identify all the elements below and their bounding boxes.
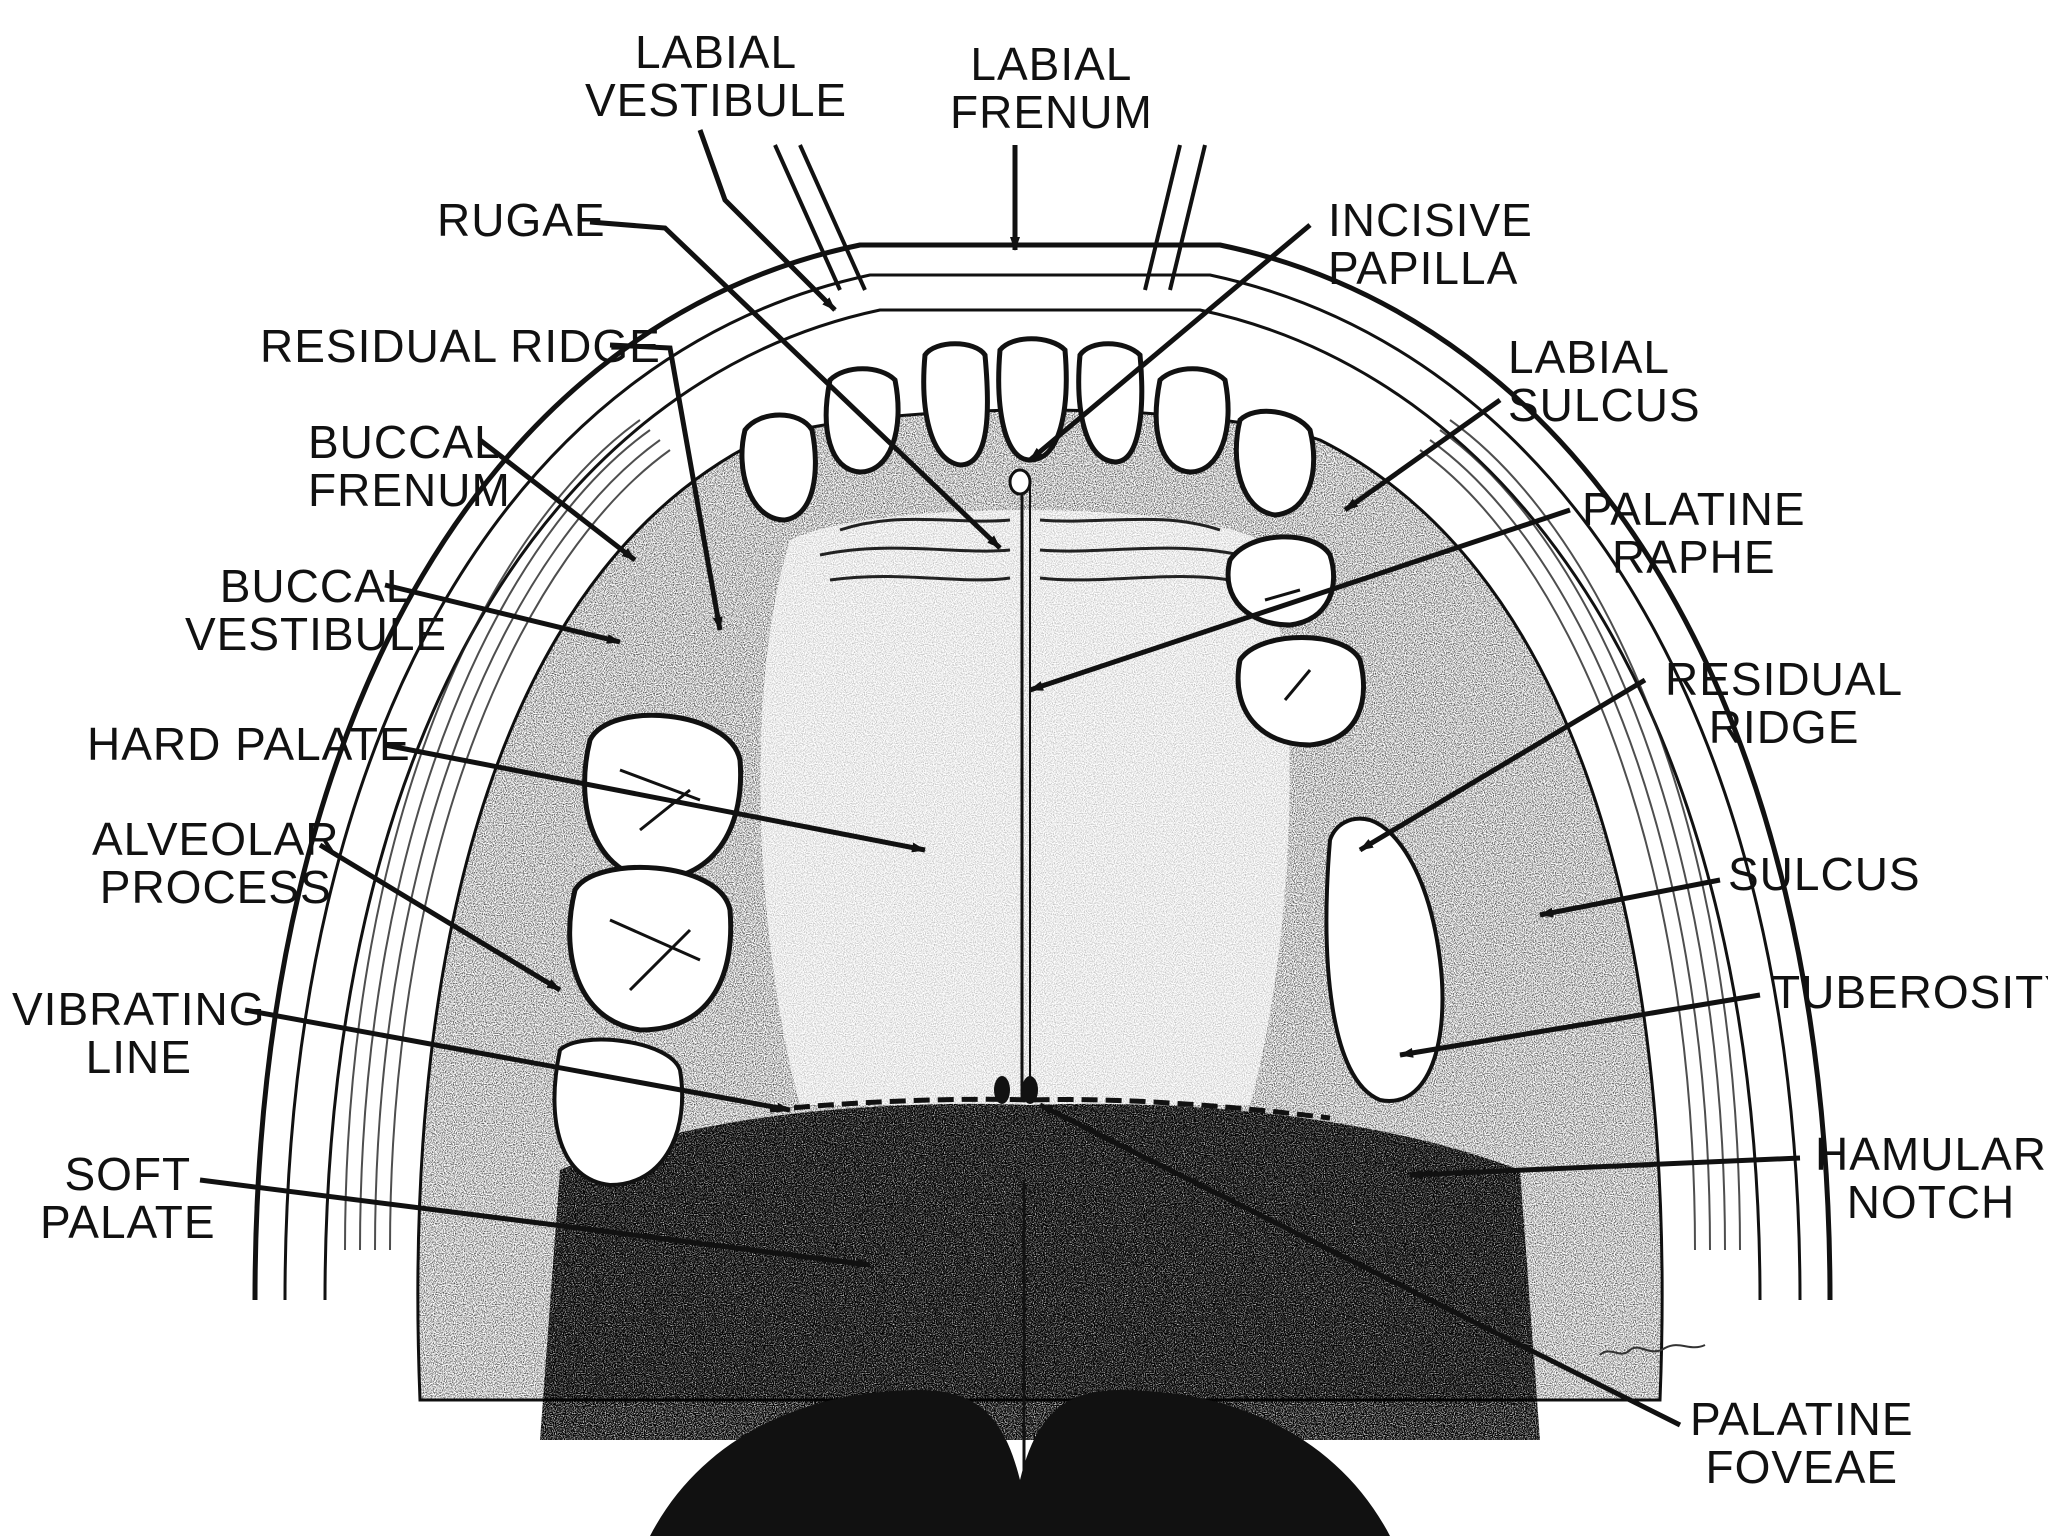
artist-signature — [1599, 1344, 1706, 1356]
cheek-retractors — [773, 144, 1207, 291]
label-sulcus: SULCUS — [1728, 848, 1921, 900]
label-labial-vestibule: LABIAL VESTIBULE — [585, 26, 848, 126]
right-premolars — [1225, 534, 1366, 748]
leader-buccal-frenum — [478, 438, 637, 562]
label-rugae: RUGAE — [437, 194, 606, 246]
label-labial-frenum: LABIAL FRENUM — [950, 38, 1153, 138]
label-hard-palate: HARD PALATE — [87, 718, 411, 770]
left-ridge-shape — [552, 1037, 685, 1188]
tuberosity-shape — [1324, 816, 1445, 1103]
leader-lines — [199, 129, 1801, 1428]
leader-residual-ridge-left — [609, 342, 723, 631]
leader-hard-palate — [384, 742, 926, 853]
label-vibrating-line: VIBRATING LINE — [12, 983, 266, 1083]
leader-rugae — [589, 219, 1002, 550]
rugae-folds — [819, 517, 1241, 582]
leader-sulcus — [1539, 877, 1721, 918]
label-residual-ridge-left: RESIDUAL RIDGE — [260, 320, 661, 372]
leader-palatine-foveae — [1038, 1102, 1682, 1428]
label-palatine-raphe: PALATINE RAPHE — [1582, 483, 1806, 583]
label-buccal-vestibule: BUCCAL VESTIBULE — [185, 560, 448, 660]
label-alveolar-process: ALVEOLAR PROCESS — [92, 813, 340, 913]
leader-labial-sulcus — [1343, 397, 1502, 513]
outer-arch — [252, 242, 1833, 1301]
label-labial-sulcus: LABIAL SULCUS — [1508, 331, 1701, 431]
vestibule-hatching — [344, 419, 1741, 1251]
leader-labial-vestibule — [697, 129, 837, 312]
label-hamular-notch: HAMULAR NOTCH — [1815, 1128, 2047, 1228]
leader-buccal-vestibule — [384, 582, 621, 645]
label-soft-palate: SOFT PALATE — [40, 1148, 216, 1248]
label-incisive-papilla: INCISIVE PAPILLA — [1328, 194, 1533, 294]
leader-vibrating-line — [244, 1007, 791, 1113]
oropharynx-opening — [650, 1390, 1390, 1536]
leader-palatine-raphe — [1029, 507, 1571, 693]
leader-soft-palate — [199, 1177, 871, 1269]
label-palatine-foveae: PALATINE FOVEAE — [1690, 1393, 1914, 1493]
palatine-raphe-line — [1020, 480, 1031, 1490]
soft-palate-region — [540, 1103, 1540, 1440]
incisive-papilla-shape — [1008, 468, 1032, 496]
leader-alveolar-process — [318, 842, 562, 993]
leader-tuberosity — [1399, 992, 1761, 1058]
palatine-foveae-pits — [994, 1076, 1038, 1104]
label-tuberosity: TUBEROSITY — [1772, 966, 2048, 1018]
leader-hamular-notch — [1409, 1155, 1801, 1180]
leader-incisive-papilla — [1028, 223, 1312, 462]
hard-palate-region — [760, 510, 1290, 1105]
leader-residual-ridge-right — [1358, 677, 1647, 853]
label-residual-ridge-right: RESIDUAL RIDGE — [1665, 653, 1904, 753]
label-buccal-frenum: BUCCAL FRENUM — [308, 416, 511, 516]
